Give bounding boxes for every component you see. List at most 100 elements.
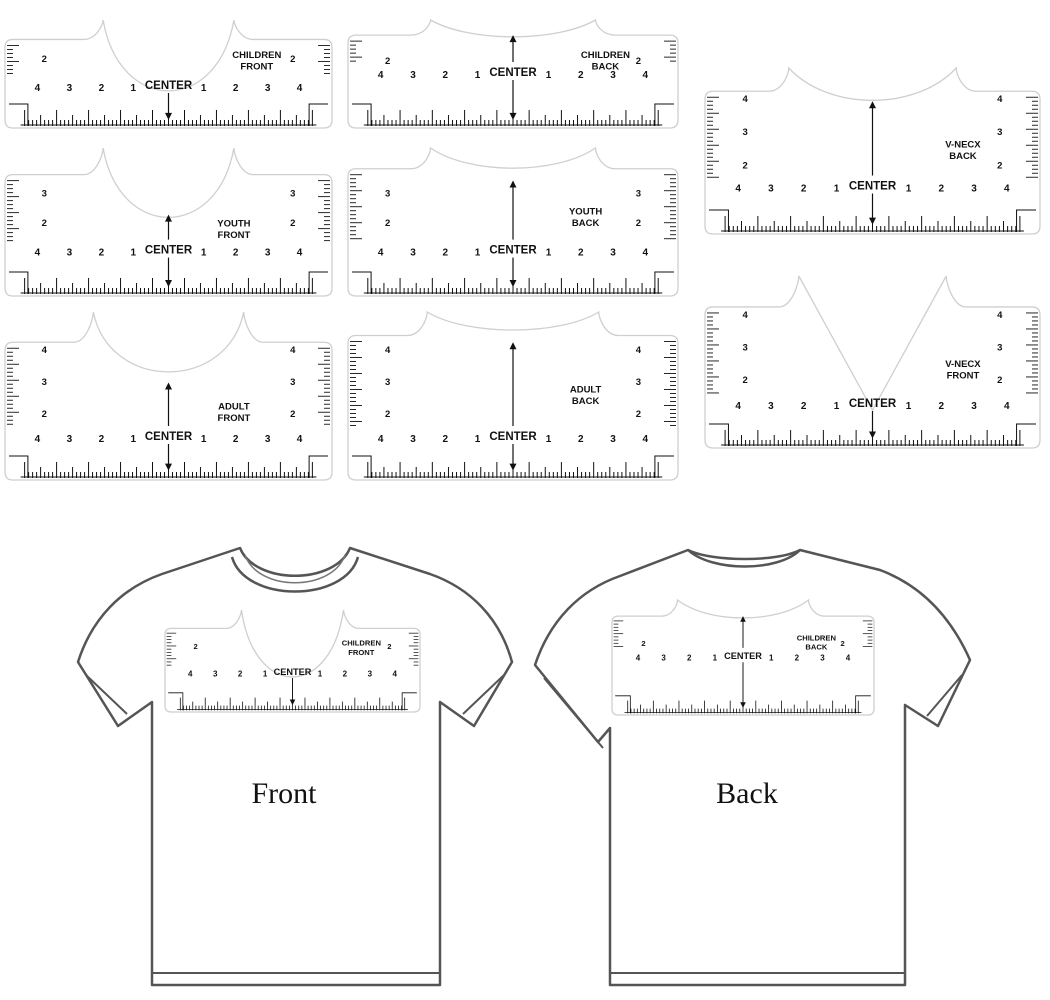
ruler-corner-left [9,271,29,294]
ruler-scale-number: 1 [131,434,137,445]
ruler-scale-number: 4 [35,248,41,259]
ruler-side-number-right: 2 [290,218,295,229]
ruler-scale-number: 2 [795,654,800,663]
ruler-scale-number: 2 [687,654,692,663]
ruler-name-label: YOUTH [569,207,602,218]
ruler-side-number-right: 4 [997,94,1003,105]
ruler-scale-number: 2 [99,434,105,445]
ruler-scale-number: 2 [578,70,584,81]
ruler-side-number-right: 3 [636,188,641,199]
ruler-scale-number: 3 [820,654,825,663]
ruler-scale-number: 2 [99,83,105,94]
ruler-side-number-left: 2 [385,409,390,420]
ruler-scale-number: 1 [263,669,268,678]
ruler-corner-right [654,455,674,478]
ruler-scale-number: 1 [906,184,912,195]
ruler-corner-right [855,695,871,714]
ruler-scale-number: 3 [610,70,616,81]
ruler-scale-number: 2 [939,401,945,412]
ruler-corner-right [654,271,674,294]
ruler-scale-number: 3 [768,184,774,195]
ruler-scale-number: 1 [318,669,323,678]
ruler-side-number-right: 2 [636,218,641,229]
ruler-name-label: V-NECX [945,359,981,370]
ruler-side-number-right: 4 [636,345,642,356]
ruler-name-label: FRONT [218,413,251,424]
ruler-side-number-right: 2 [290,409,295,420]
ruler-scale-number: 2 [578,434,584,445]
tshirt-front-collar [230,556,360,593]
ruler-side-number-left: 3 [42,377,47,388]
tshirt-back-outline [533,548,972,987]
ruler-body [347,18,679,129]
ruler-scale-number: 1 [546,248,552,259]
tshirt-front-sleeve-hem-left [85,674,128,715]
ruler-scale-number: 4 [846,654,851,663]
ruler-scale-number: 3 [610,248,616,259]
ruler-side-number-left: 2 [743,160,748,171]
ruler-scale-number: 2 [578,248,584,259]
ruler-center-label: CENTER [849,398,897,410]
ruler-scale-number: 3 [971,401,977,412]
ruler-scale-number: 4 [188,669,193,678]
ruler-corner-left [9,103,29,126]
ruler-side-number-left: 2 [42,218,47,229]
ruler-scale-number: 2 [343,669,348,678]
ruler-side-number-right: 3 [290,377,295,388]
ruler-scale-number: 1 [201,248,207,259]
ruler-side-number-right: 2 [290,54,295,65]
ruler-center-label: CENTER [724,651,762,661]
ruler-corner-right [654,103,674,126]
ruler-scale-number: 4 [297,248,303,259]
ruler-name-label: CHILDREN [797,633,836,642]
center-arrow-up-icon [869,101,876,109]
ruler-side-number-left: 2 [42,54,47,65]
ruler-corner-left [168,692,184,711]
ruler-corner-right [1016,423,1036,446]
ruler-side-number-left: 4 [42,345,48,356]
ruler-scale-number: 4 [297,434,303,445]
center-arrow-up-icon [165,214,172,222]
ruler-corner-left [615,695,631,714]
ruler-scale-number: 4 [1004,401,1010,412]
ruler-body [164,609,421,713]
ruler-scale-number: 1 [475,248,481,259]
ruler-name-label: ADULT [218,401,250,412]
ruler-scale-number: 2 [442,70,448,81]
ruler-scale-number: 3 [368,669,373,678]
ruler-center-label: CENTER [145,245,193,257]
ruler-name-label: BACK [572,396,600,407]
ruler-name-label: BACK [949,151,977,162]
ruler-scale-number: 1 [769,654,774,663]
ruler-corner-right [308,271,328,294]
tshirt-back-sleeve-hem-left [543,677,604,749]
center-arrow-down-icon [509,112,517,120]
ruler-scale-number: 2 [801,401,807,412]
ruler-corner-left [352,271,372,294]
ruler-side-number-right: 3 [997,343,1002,354]
ruler-side-number-right: 3 [636,377,641,388]
ruler-name-label: FRONT [218,230,251,241]
ruler-side-number-right: 2 [997,375,1002,386]
center-arrow-up-icon [740,616,746,622]
center-arrow-down-icon [165,463,172,471]
ruler-scale-number: 3 [67,434,73,445]
ruler-name-label: CHILDREN [342,639,381,648]
ruler-name-label: BACK [592,61,620,72]
ruler-scale-number: 3 [410,70,416,81]
ruler-side-number-left: 4 [743,94,749,105]
ruler-scale-number: 1 [201,434,207,445]
ruler-scale-number: 3 [265,248,271,259]
ruler-scale-number: 1 [475,70,481,81]
ruler-name-label: FRONT [947,371,980,382]
ruler-corner-left [352,103,372,126]
ruler-scale-number: 3 [410,248,416,259]
center-arrow-up-icon [165,382,172,390]
